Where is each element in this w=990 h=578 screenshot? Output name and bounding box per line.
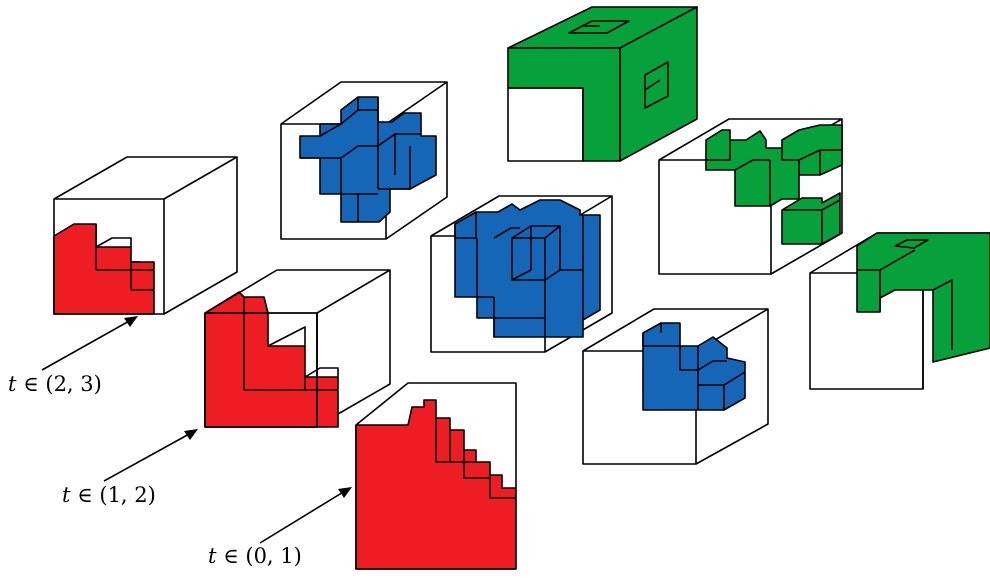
green-mid-solid-b xyxy=(781,192,841,245)
green-slice-cube-bottom xyxy=(809,232,990,390)
red-mid-box-side xyxy=(337,270,391,415)
blue-top-solid xyxy=(299,96,437,223)
arrow-t23 xyxy=(41,316,138,371)
green-top-hole-top xyxy=(568,20,630,34)
red-bottom-box-top xyxy=(355,382,442,426)
blue-top-box-side xyxy=(385,82,448,240)
arrow-t01 xyxy=(259,487,352,544)
blue-slice-cube-middle xyxy=(430,195,613,353)
red-mid-box-top xyxy=(204,269,391,314)
blue-slice-cube-top xyxy=(280,81,448,240)
green-top-box-front-hole xyxy=(507,87,584,162)
green-top-hole-side xyxy=(644,61,669,109)
green-mid-solid-a xyxy=(705,124,843,207)
label-t-in-2-3: t ∈ (2, 3) xyxy=(8,372,102,396)
blue-bottom-box-side xyxy=(695,309,769,465)
green-top-box-front xyxy=(507,47,621,162)
red-top-box-side xyxy=(163,157,238,315)
label-t-in-1-2: t ∈ (1, 2) xyxy=(62,483,156,507)
arrow-t12 xyxy=(103,429,198,482)
red-slice-cube-middle xyxy=(204,269,391,428)
blue-mid-box-side xyxy=(544,196,613,353)
label-t-in-0-1: t ∈ (0, 1) xyxy=(208,544,302,568)
blue-top-box-top xyxy=(280,81,448,125)
blue-slice-cube-bottom xyxy=(582,308,769,465)
red-slice-cube-bottom xyxy=(355,382,517,570)
blue-bottom-solid xyxy=(642,322,746,411)
red-bottom-box-side xyxy=(442,382,517,488)
red-top-box-top xyxy=(53,156,238,200)
blue-mid-solid xyxy=(454,199,601,338)
green-slice-cube-middle xyxy=(658,118,843,275)
red-bottom-box-front xyxy=(355,425,516,570)
red-slice-cube-top xyxy=(53,156,238,315)
red-top-solid xyxy=(53,223,155,315)
blue-bottom-box-top xyxy=(582,308,769,352)
green-slice-cube-top xyxy=(507,6,698,162)
